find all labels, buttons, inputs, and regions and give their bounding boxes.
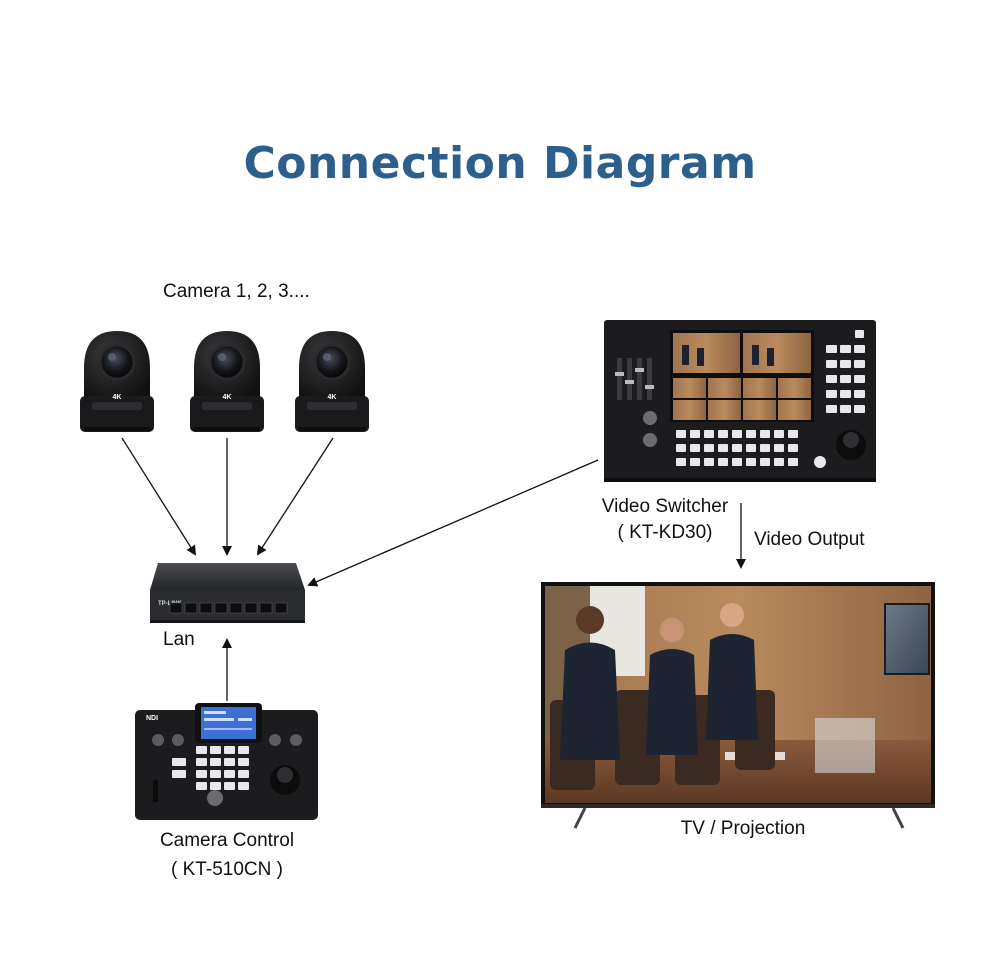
network-switch: TP-LINK	[150, 563, 305, 623]
tv-label: TV / Projection	[680, 818, 806, 839]
video-switcher	[604, 320, 876, 482]
camera-badge: 4K	[328, 394, 337, 401]
arrow-camera3-to-switch	[256, 437, 334, 556]
controller-brand: NDI	[146, 715, 158, 722]
connection-arrows	[121, 437, 746, 701]
diagram-title: Connection Diagram	[243, 138, 757, 189]
cameras-label: Camera 1, 2, 3....	[163, 281, 310, 302]
arrow-camera1-to-switch	[121, 437, 197, 556]
arrow-switcher-to-lan	[307, 459, 599, 587]
video-switcher-label: Video Switcher	[601, 496, 729, 517]
tv-display	[541, 582, 935, 829]
lan-label: Lan	[163, 629, 195, 650]
camera-badge: 4K	[223, 394, 232, 401]
camera-control-label: Camera Control	[159, 830, 295, 851]
video-output-label: Video Output	[754, 529, 865, 550]
ptz-camera-2: 4K	[190, 331, 264, 432]
video-switcher-model: ( KT-KD30)	[617, 522, 713, 543]
camera-control-model: ( KT-510CN )	[171, 859, 283, 880]
camera-controller: NDI	[135, 703, 318, 820]
ptz-camera-1: 4K	[80, 331, 154, 432]
ptz-camera-3: 4K	[295, 331, 369, 432]
camera-badge: 4K	[113, 394, 122, 401]
